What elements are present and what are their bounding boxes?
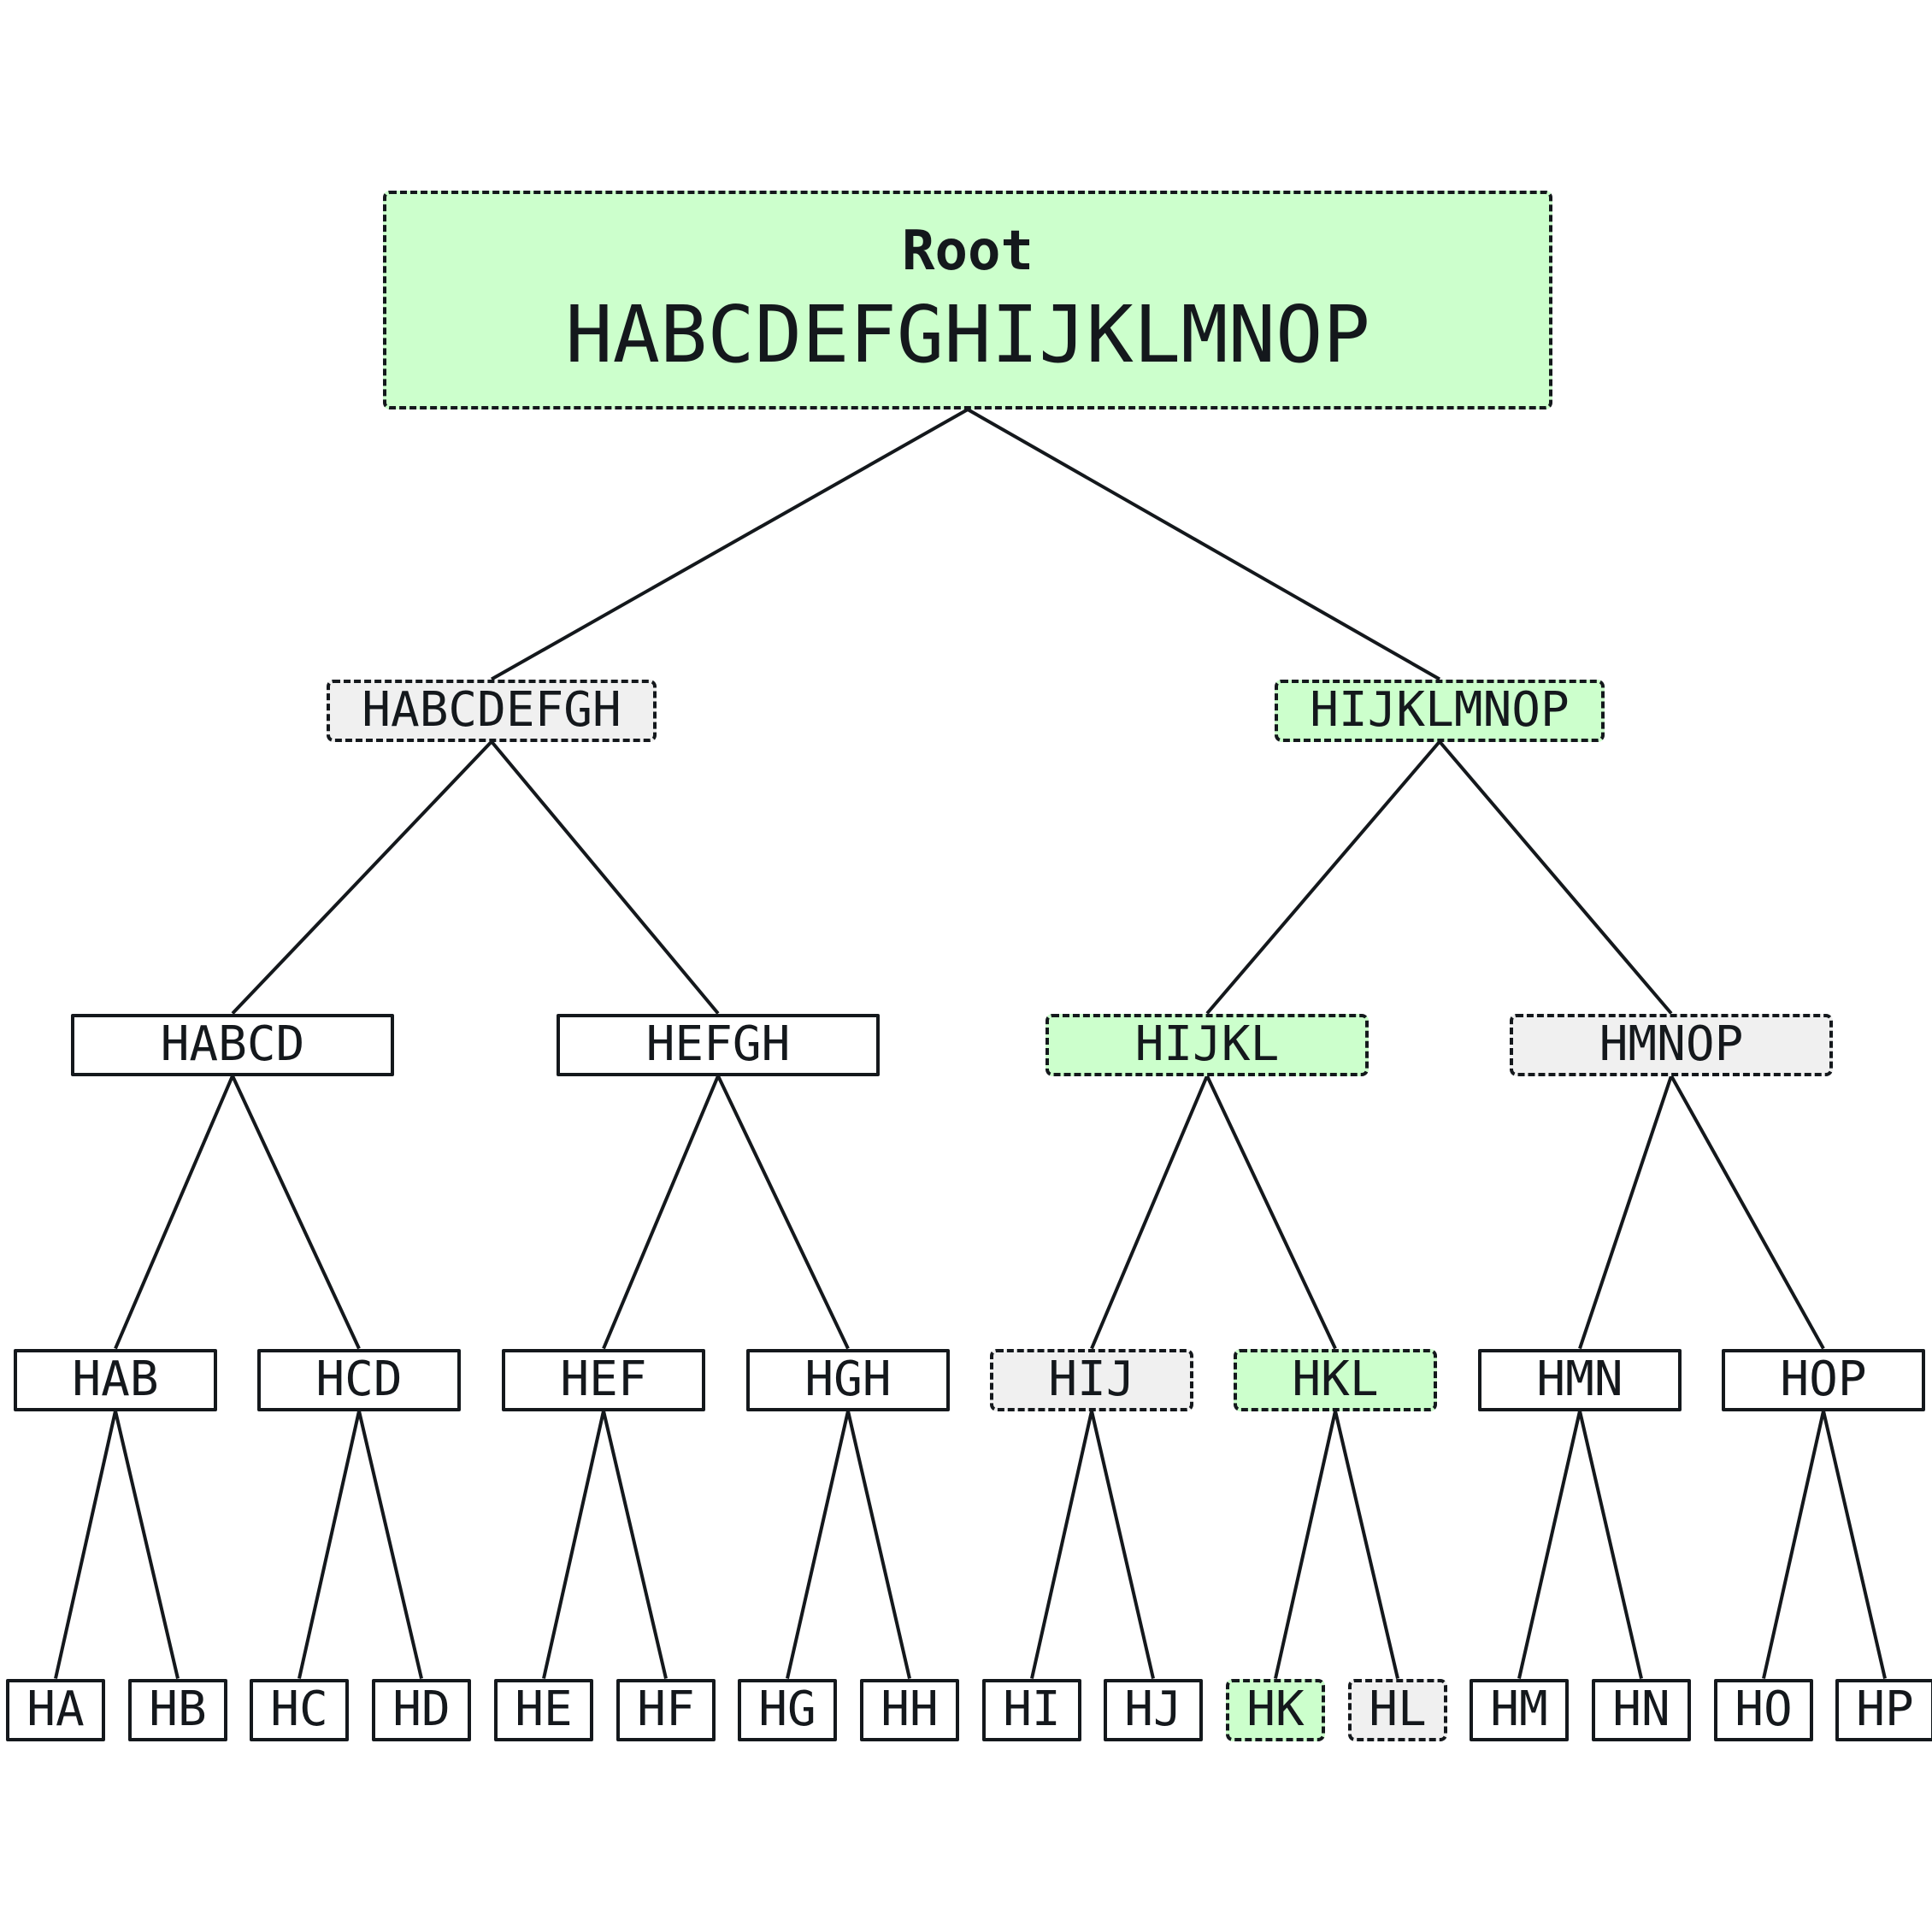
tree-node-hd[interactable]: HD: [372, 1678, 471, 1741]
tree-node-hg[interactable]: HG: [738, 1678, 837, 1741]
tree-edge: [491, 408, 969, 681]
tree-node-ha[interactable]: HA: [6, 1678, 105, 1741]
tree-edge: [1517, 1411, 1582, 1679]
tree-node-label: HH: [881, 1681, 939, 1737]
tree-node-label: HP: [1856, 1681, 1914, 1737]
tree-node-label: HABCD: [160, 1016, 305, 1072]
tree-node-label: HEF: [560, 1351, 647, 1407]
tree-node-label: HA: [27, 1681, 85, 1737]
tree-node-label: HIJ: [1048, 1351, 1135, 1407]
tree-edge: [1030, 1411, 1093, 1679]
tree-node-label: HO: [1735, 1681, 1793, 1737]
tree-edge: [786, 1411, 850, 1679]
tree-node-label: HMN: [1536, 1351, 1623, 1407]
tree-node-hmn[interactable]: HMN: [1478, 1348, 1682, 1411]
tree-node-label: HL: [1369, 1681, 1427, 1737]
tree-node-hm[interactable]: HM: [1470, 1678, 1569, 1741]
tree-node-label: HGH: [804, 1351, 892, 1407]
tree-node-label: HMNOP: [1599, 1016, 1744, 1072]
tree-edge: [114, 1411, 180, 1679]
tree-edge: [1274, 1411, 1337, 1679]
tree-edge: [490, 740, 720, 1015]
tree-node-label: HABCDEFGHIJKLMNOP: [565, 288, 1370, 380]
tree-edge: [967, 408, 1440, 681]
tree-edge: [1578, 1075, 1673, 1350]
tree-edge: [1762, 1411, 1825, 1679]
tree-node-label: HIJKL: [1134, 1016, 1280, 1072]
tree-edge: [1438, 740, 1673, 1015]
tree-node-hijklmnop[interactable]: HIJKLMNOP: [1275, 679, 1605, 742]
tree-edge: [54, 1411, 117, 1679]
tree-node-hkl[interactable]: HKL: [1234, 1348, 1437, 1411]
tree-node-ho[interactable]: HO: [1714, 1678, 1813, 1741]
tree-node-hb[interactable]: HB: [128, 1678, 227, 1741]
tree-node-title: Root: [901, 219, 1034, 283]
tree-node-hf[interactable]: HF: [616, 1678, 716, 1741]
tree-edge: [846, 1411, 911, 1679]
tree-node-hc[interactable]: HC: [250, 1678, 349, 1741]
tree-edge: [1090, 1075, 1209, 1350]
tree-node-hk[interactable]: HK: [1226, 1678, 1325, 1741]
tree-node-label: HB: [149, 1681, 207, 1737]
tree-node-label: HCD: [315, 1351, 403, 1407]
tree-edge: [114, 1075, 234, 1350]
tree-node-label: HABCDEFGH: [362, 681, 621, 738]
tree-node-label: HJ: [1124, 1681, 1182, 1737]
tree-node-hp[interactable]: HP: [1835, 1678, 1932, 1741]
tree-edge: [1205, 740, 1441, 1015]
tree-node-hgh[interactable]: HGH: [746, 1348, 950, 1411]
tree-node-hl[interactable]: HL: [1348, 1678, 1447, 1741]
tree-edge: [602, 1411, 668, 1679]
tree-node-hh[interactable]: HH: [860, 1678, 959, 1741]
tree-node-habcd[interactable]: HABCD: [71, 1013, 394, 1076]
tree-node-label: HM: [1490, 1681, 1548, 1737]
tree-node-hab[interactable]: HAB: [14, 1348, 217, 1411]
tree-node-label: HK: [1246, 1681, 1305, 1737]
tree-node-hop[interactable]: HOP: [1722, 1348, 1925, 1411]
tree-edge: [1334, 1411, 1399, 1679]
tree-edge: [602, 1075, 720, 1350]
tree-node-hijkl[interactable]: HIJKL: [1046, 1013, 1369, 1076]
tree-edge: [542, 1411, 605, 1679]
tree-node-label: HE: [515, 1681, 573, 1737]
tree-node-hn[interactable]: HN: [1592, 1678, 1691, 1741]
tree-edge: [231, 740, 493, 1015]
tree-node-he[interactable]: HE: [494, 1678, 593, 1741]
tree-node-hcd[interactable]: HCD: [257, 1348, 461, 1411]
tree-node-hj[interactable]: HJ: [1104, 1678, 1203, 1741]
tree-node-label: HIJKLMNOP: [1310, 681, 1570, 738]
tree-node-label: HD: [392, 1681, 451, 1737]
tree-node-label: HAB: [72, 1351, 159, 1407]
tree-edge: [1670, 1075, 1825, 1350]
tree-node-hef[interactable]: HEF: [502, 1348, 705, 1411]
tree-node-hefgh[interactable]: HEFGH: [557, 1013, 880, 1076]
tree-node-label: HN: [1612, 1681, 1670, 1737]
tree-edge: [357, 1411, 423, 1679]
tree-node-hi[interactable]: HI: [982, 1678, 1081, 1741]
tree-node-label: HEFGH: [645, 1016, 791, 1072]
tree-node-label: HKL: [1292, 1351, 1379, 1407]
tree-node-hij[interactable]: HIJ: [990, 1348, 1193, 1411]
tree-edge: [231, 1075, 361, 1350]
tree-node-label: HG: [758, 1681, 816, 1737]
tree-node-label: HOP: [1780, 1351, 1867, 1407]
tree-node-label: HF: [637, 1681, 695, 1737]
tree-node-hmnop[interactable]: HMNOP: [1510, 1013, 1833, 1076]
tree-edge: [1578, 1411, 1643, 1679]
tree-node-label: HI: [1003, 1681, 1061, 1737]
tree-edge: [1822, 1411, 1887, 1679]
tree-edge: [297, 1411, 361, 1679]
tree-node-label: HC: [270, 1681, 328, 1737]
tree-edge: [1090, 1411, 1155, 1679]
tree-node-habcdefgh[interactable]: HABCDEFGH: [327, 679, 657, 742]
tree-edge: [716, 1075, 850, 1350]
tree-edge: [1205, 1075, 1337, 1350]
